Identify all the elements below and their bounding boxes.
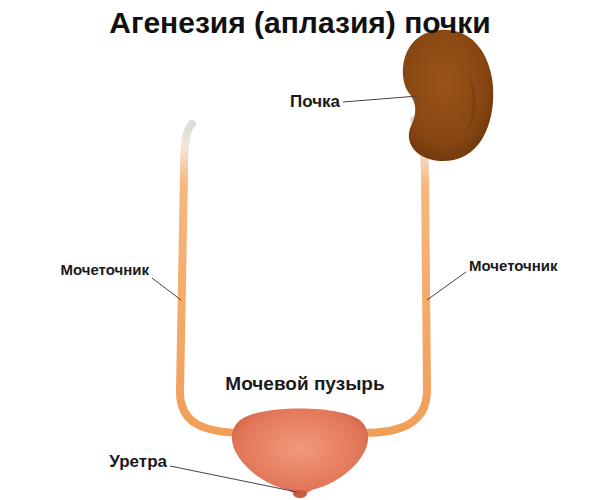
leader-line [170, 466, 297, 492]
diagram-title: Агенезия (аплазия) почки [0, 6, 600, 40]
leader-line [152, 278, 181, 300]
leader-line [427, 272, 466, 300]
part-label: Мочеточник [469, 258, 558, 275]
part-label: Мочеточник [60, 262, 149, 279]
kidney [403, 30, 493, 161]
bladder [232, 409, 368, 498]
part-label: Мочевой пузырь [225, 374, 384, 395]
leader-line [343, 96, 418, 102]
kidney-shade [455, 60, 476, 135]
part-label: Почка [290, 93, 340, 112]
part-label: Уретра [109, 453, 167, 472]
